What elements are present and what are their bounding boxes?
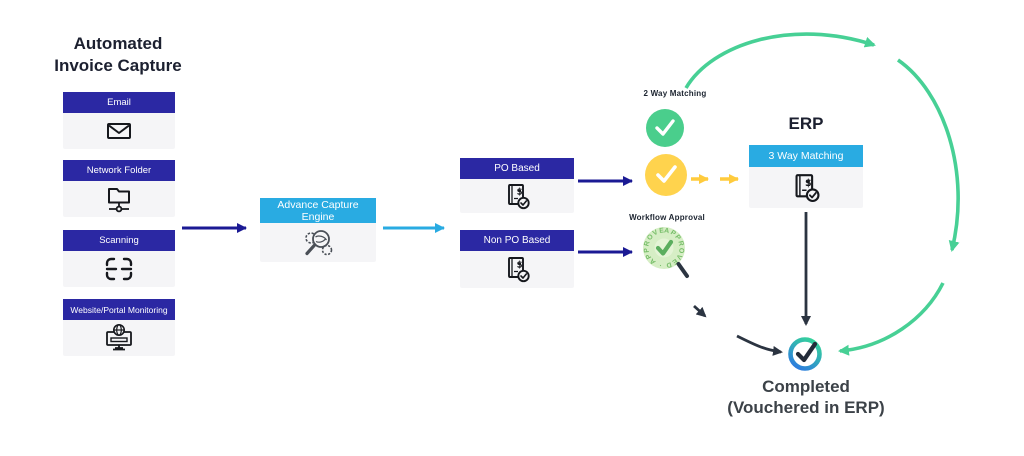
arrow-green-loop-right [896, 58, 960, 252]
source-box-scanning: Scanning [63, 230, 175, 287]
erp-three-way-matching-box: 3 Way Matching $ [749, 145, 863, 208]
two-way-match-check-icon [646, 109, 684, 147]
svg-text:$: $ [805, 177, 812, 188]
pending-match-check-icon [645, 154, 687, 196]
source-box-network-folder-header: Network Folder [63, 160, 175, 181]
workflow-approval-label: Workflow Approval [629, 213, 705, 222]
source-box-scanning-header: Scanning [63, 230, 175, 251]
source-box-email: Email [63, 92, 175, 149]
completed-caption-line2: (Vouchered in ERP) [727, 398, 885, 417]
envelope-icon [63, 113, 175, 149]
approved-stamp-icon: APPROVED · APPROVED · [640, 224, 689, 278]
monitor-globe-icon [63, 320, 175, 356]
diagram-title: Automated Invoice Capture [33, 33, 203, 77]
arrow-approval-segment [693, 304, 707, 318]
invoice-check-icon: $ [749, 167, 863, 208]
diagram-title-line1: Automated [73, 34, 163, 53]
non-po-based-header: Non PO Based [460, 230, 574, 251]
diagram-title-line2: Invoice Capture [54, 56, 182, 75]
erp-title: ERP [788, 114, 824, 133]
invoice-check-icon: $ [460, 179, 574, 213]
network-folder-icon [63, 181, 175, 217]
engine-box: Advance Capture Engine [260, 198, 376, 262]
magnifier-gears-icon [260, 223, 376, 262]
source-box-website-portal-header: Website/Portal Monitoring [63, 299, 175, 320]
po-based-header: PO Based [460, 158, 574, 179]
svg-text:$: $ [516, 261, 522, 271]
completed-check-icon [788, 337, 822, 371]
completed-caption: Completed (Vouchered in ERP) [711, 376, 901, 418]
po-based-box: PO Based $ [460, 158, 574, 213]
arrow-green-loop-top [684, 32, 876, 89]
completed-caption-line1: Completed [762, 377, 850, 396]
two-way-matching-label: 2 Way Matching [643, 89, 707, 98]
arrow-approval-to-completed [736, 334, 783, 356]
erp-box-header: 3 Way Matching [749, 145, 863, 167]
engine-box-header: Advance Capture Engine [260, 198, 376, 223]
svg-text:$: $ [516, 187, 522, 197]
non-po-based-box: Non PO Based $ [460, 230, 574, 288]
arrow-green-loop-to-completed [838, 282, 945, 356]
source-box-email-header: Email [63, 92, 175, 113]
scan-frame-icon [63, 251, 175, 287]
source-box-website-portal: Website/Portal Monitoring [63, 299, 175, 356]
source-box-network-folder: Network Folder [63, 160, 175, 217]
invoice-check-icon: $ [460, 251, 574, 288]
